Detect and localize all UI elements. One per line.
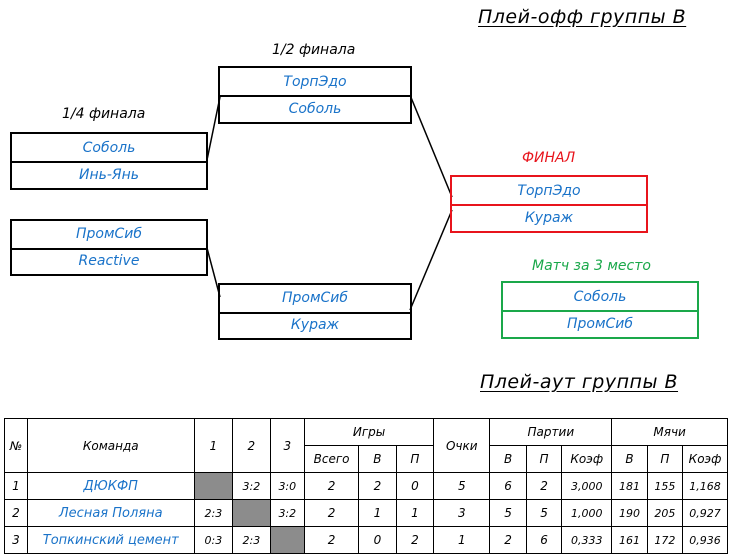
- final-label: ФИНАЛ: [522, 150, 576, 166]
- header-balls: Мячи: [611, 418, 728, 446]
- cell-sets-k: 1,000: [561, 499, 613, 527]
- cell-sets-l: 5: [525, 499, 563, 527]
- header-sets-k: Коэф: [561, 445, 613, 473]
- team-slot: Кураж: [290, 316, 340, 333]
- cell-self: [193, 472, 234, 500]
- cell-num: 2: [4, 499, 28, 527]
- cell-result: 2:3: [193, 499, 234, 527]
- header-points: Очки: [433, 418, 491, 473]
- header-games: Игры: [303, 418, 435, 446]
- match-third-place: Соболь ПромСиб: [501, 281, 699, 339]
- cell-l: 2: [395, 526, 435, 554]
- header-c3: 3: [269, 418, 305, 473]
- cell-num: 1: [4, 472, 28, 500]
- team-slot: Инь-Янь: [78, 166, 140, 183]
- match-final: ТорпЭдо Кураж: [450, 175, 648, 233]
- header-total: Всего: [303, 445, 360, 473]
- table-row: 3 Топкинский цемент 0:3 2:3 2 0 2 1 2 6 …: [4, 526, 728, 554]
- team-slot: Reactive: [78, 252, 140, 269]
- standings-table: № Команда 1 2 3 Игры Очки Партии Мячи Вс…: [4, 418, 728, 554]
- cell-total: 2: [303, 526, 360, 554]
- playout-title: Плей-аут группы В: [480, 371, 679, 393]
- cell-sets-k: 0,333: [561, 526, 613, 554]
- cell-balls-l: 155: [646, 472, 684, 500]
- header-balls-l: П: [646, 445, 684, 473]
- cell-sets-l: 6: [525, 526, 563, 554]
- team-slot: Соболь: [503, 283, 697, 312]
- cell-self: [269, 526, 305, 554]
- team-slot: ПромСиб: [220, 285, 410, 314]
- header-balls-k: Коэф: [682, 445, 728, 473]
- cell-l: 1: [395, 499, 435, 527]
- cell-balls-w: 161: [611, 526, 648, 554]
- team-slot: Соболь: [12, 134, 206, 163]
- quarterfinal-label: 1/4 финала: [62, 106, 146, 122]
- cell-balls-w: 181: [611, 472, 648, 500]
- cell-balls-k: 0,936: [682, 526, 728, 554]
- cell-result: 0:3: [193, 526, 234, 554]
- cell-result: 2:3: [232, 526, 271, 554]
- header-sets-l: П: [525, 445, 563, 473]
- cell-l: 0: [395, 472, 435, 500]
- match-qf1: Соболь Инь-Янь: [10, 132, 208, 190]
- header-sets-w: В: [489, 445, 527, 473]
- cell-balls-k: 1,168: [682, 472, 728, 500]
- cell-self: [232, 499, 271, 527]
- cell-points: 5: [433, 472, 491, 500]
- team-slot: ПромСиб: [12, 221, 206, 250]
- table-row: 1 ДЮКФП 3:2 3:0 2 2 0 5 6 2 3,000 181 15…: [4, 472, 728, 500]
- cell-result: 3:2: [232, 472, 271, 500]
- team-slot: Кураж: [524, 209, 574, 226]
- cell-w: 2: [358, 472, 397, 500]
- cell-balls-w: 190: [611, 499, 648, 527]
- cell-balls-k: 0,927: [682, 499, 728, 527]
- cell-num: 3: [4, 526, 28, 554]
- header-c2: 2: [232, 418, 271, 473]
- cell-sets-w: 5: [489, 499, 527, 527]
- cell-w: 0: [358, 526, 397, 554]
- cell-total: 2: [303, 499, 360, 527]
- team-slot: ТорпЭдо: [452, 177, 646, 206]
- connector-sf1-final: [409, 94, 453, 198]
- connector-qf1-sf1: [206, 96, 221, 161]
- cell-team: ДЮКФП: [26, 472, 195, 500]
- cell-balls-l: 172: [646, 526, 684, 554]
- cell-team: Лесная Поляна: [26, 499, 195, 527]
- cell-result: 3:2: [269, 499, 305, 527]
- team-slot: ПромСиб: [566, 315, 634, 332]
- header-sets: Партии: [489, 418, 613, 446]
- cell-points: 3: [433, 499, 491, 527]
- team-slot: Соболь: [288, 100, 342, 117]
- cell-team: Топкинский цемент: [26, 526, 195, 554]
- team-slot: ТорпЭдо: [220, 68, 410, 97]
- match-qf2: ПромСиб Reactive: [10, 219, 208, 276]
- third-place-label: Матч за 3 место: [532, 258, 651, 274]
- cell-sets-k: 3,000: [561, 472, 613, 500]
- cell-total: 2: [303, 472, 360, 500]
- playoff-title: Плей-офф группы В: [478, 6, 687, 28]
- connector-qf2-sf2: [206, 247, 221, 298]
- cell-points: 1: [433, 526, 491, 554]
- header-l: П: [395, 445, 435, 473]
- table-row: 2 Лесная Поляна 2:3 3:2 2 1 1 3 5 5 1,00…: [4, 499, 728, 527]
- connector-sf2-final: [409, 209, 453, 311]
- match-sf2: ПромСиб Кураж: [218, 283, 412, 340]
- cell-balls-l: 205: [646, 499, 684, 527]
- cell-sets-l: 2: [525, 472, 563, 500]
- header-c1: 1: [193, 418, 234, 473]
- semifinal-label: 1/2 финала: [272, 42, 356, 58]
- header-balls-w: В: [611, 445, 648, 473]
- cell-result: 3:0: [269, 472, 305, 500]
- cell-sets-w: 2: [489, 526, 527, 554]
- cell-w: 1: [358, 499, 397, 527]
- match-sf1: ТорпЭдо Соболь: [218, 66, 412, 124]
- header-w: В: [358, 445, 397, 473]
- cell-sets-w: 6: [489, 472, 527, 500]
- header-team: Команда: [26, 418, 195, 473]
- header-num: №: [4, 418, 28, 473]
